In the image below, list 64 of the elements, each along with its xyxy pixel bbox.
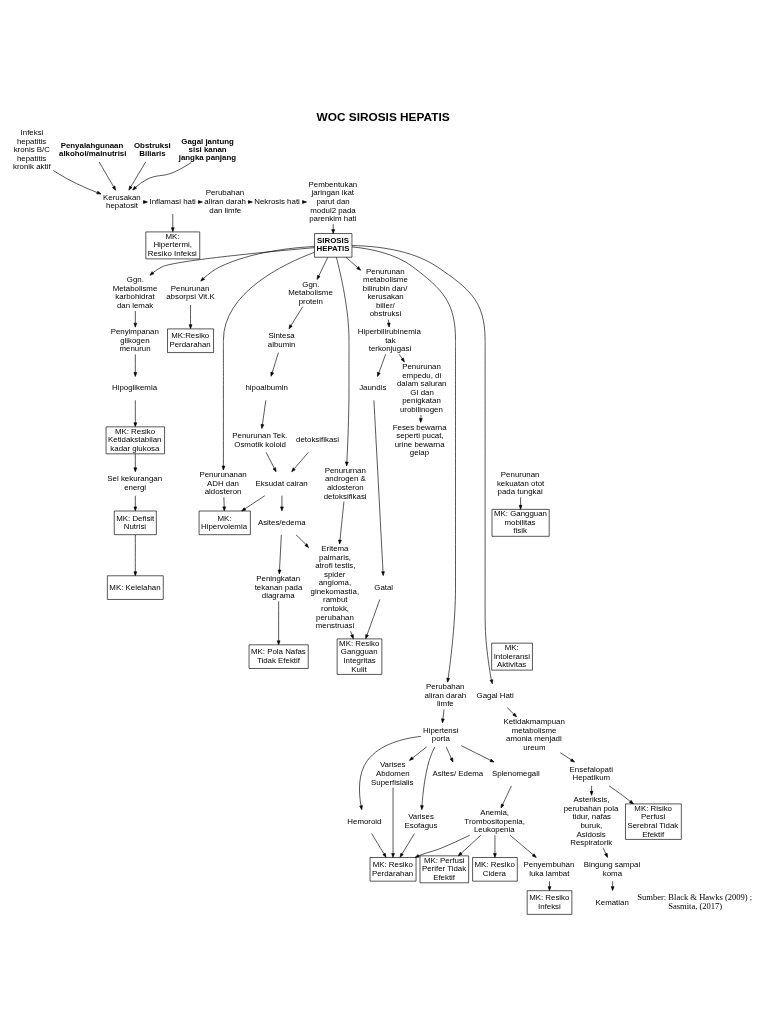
arrow <box>295 534 309 548</box>
arrow <box>589 785 594 796</box>
arrow <box>518 497 523 510</box>
arrow <box>288 306 304 330</box>
arrow <box>222 497 226 512</box>
arrow <box>276 601 281 646</box>
arrow <box>377 353 386 377</box>
arrow <box>373 399 385 576</box>
arrow <box>398 353 405 363</box>
arrow <box>188 304 193 329</box>
arrow <box>338 501 345 545</box>
arrow <box>265 451 277 473</box>
arrow <box>149 247 315 276</box>
arrow <box>414 834 471 858</box>
arrow <box>560 752 575 763</box>
arrow <box>350 630 354 640</box>
arrow <box>445 746 454 763</box>
arrow <box>345 256 361 271</box>
arrow <box>133 453 137 473</box>
arrow <box>359 736 422 811</box>
arrow <box>280 495 284 512</box>
label: Sumber: Black & Hawks (2009) ; Sasmita, (2017) <box>637 892 753 912</box>
arrow <box>133 534 137 577</box>
arrow <box>420 746 436 810</box>
diagram-title: WOC SIROSIS HEPATIS <box>316 110 450 125</box>
arrow <box>391 787 395 858</box>
arrow <box>351 246 456 683</box>
arrow <box>171 213 175 232</box>
arrow <box>221 252 315 471</box>
arrow <box>493 834 497 858</box>
arrow <box>351 245 494 685</box>
arrow <box>316 256 329 280</box>
arrow <box>419 414 423 423</box>
arrow <box>371 833 387 858</box>
arrow <box>458 834 482 857</box>
arrow <box>365 599 381 639</box>
arrow <box>500 785 512 809</box>
arrow <box>441 709 445 724</box>
arrow <box>610 881 615 891</box>
arrow <box>52 170 102 195</box>
arrow <box>133 495 137 512</box>
arrow <box>547 881 552 891</box>
arrow <box>241 495 266 512</box>
arrow <box>132 162 192 191</box>
arrow <box>399 833 415 858</box>
arrow <box>133 353 137 377</box>
arrow <box>291 451 309 473</box>
arrow <box>409 746 427 761</box>
arrow <box>608 785 634 805</box>
arrow <box>200 246 315 282</box>
arrow <box>506 707 517 718</box>
arrow <box>260 399 267 429</box>
arrow <box>509 834 537 858</box>
arrow <box>133 399 137 427</box>
arrow <box>331 223 335 234</box>
arrow <box>603 847 608 858</box>
arrow <box>133 310 137 328</box>
arrow <box>387 319 391 328</box>
arrow <box>277 534 282 575</box>
arrow <box>98 161 116 191</box>
arrow <box>128 161 146 191</box>
arrow <box>336 256 350 467</box>
arrow <box>460 745 495 763</box>
arrow <box>270 352 279 377</box>
